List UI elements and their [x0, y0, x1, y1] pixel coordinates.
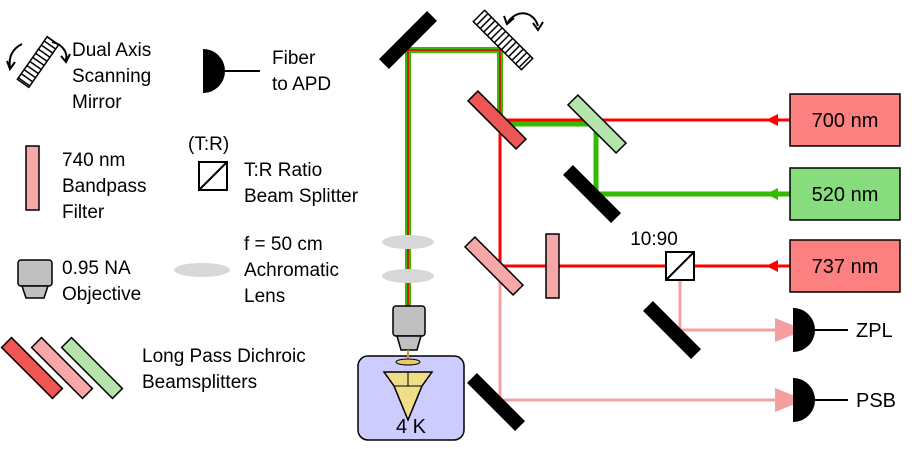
lens-lower	[382, 269, 434, 283]
mirror-zpl	[643, 301, 701, 359]
filter-label-1: 740 nm	[62, 150, 125, 171]
laser-737-box	[789, 239, 901, 293]
beam-520-arrow	[766, 188, 778, 200]
psb-beam	[498, 250, 805, 412]
lens-label-1: f = 50 cm	[244, 234, 323, 255]
laser-700-box	[789, 93, 901, 147]
zpl-detector-icon	[793, 308, 815, 352]
cryostat-label: 4 K	[396, 416, 427, 438]
laser-737-label: 737 nm	[812, 256, 879, 278]
combined-beam-red	[407, 49, 501, 308]
dichroic-red	[466, 89, 528, 151]
zpl-beam	[678, 270, 805, 342]
splitter-label-1: T:R Ratio	[244, 160, 322, 181]
objective	[392, 305, 426, 351]
beam-520	[500, 121, 790, 197]
mirror-psb	[467, 373, 525, 431]
objective-legend-icon	[17, 259, 53, 299]
filter-label-2: Bandpass	[62, 176, 147, 197]
scanning-mirror	[472, 9, 544, 71]
combined-beam-green	[405, 47, 503, 308]
detectors: ZPL PSB	[793, 308, 896, 422]
fiber-label-2: to APD	[272, 74, 331, 95]
legend: Dual Axis Scanning Mirror Fiber to APD 7…	[0, 35, 359, 400]
lens-legend-icon	[174, 263, 230, 277]
bandpass-filter	[545, 233, 560, 299]
diamond-top	[395, 358, 421, 366]
splitter-ratio-legend-label: (T:R)	[188, 134, 229, 155]
lens-label-3: Lens	[244, 286, 285, 307]
zpl-label: ZPL	[856, 320, 893, 342]
filter-legend-icon	[25, 145, 40, 211]
detector-legend-icon	[203, 49, 260, 93]
beam-paths	[405, 47, 805, 412]
splitter-ratio-label: 10:90	[630, 229, 678, 250]
fiber-label-1: Fiber	[272, 48, 316, 69]
scan-mirror-label-2: Scanning	[72, 66, 151, 87]
lens-label-2: Achromatic	[244, 260, 339, 281]
dichroic-label-2: Beamsplitters	[142, 372, 257, 393]
splitter-label-2: Beam Splitter	[244, 186, 359, 207]
cryostat: 4 K	[357, 350, 465, 441]
mirror-top-left	[379, 11, 437, 69]
beam-splitter-legend-icon	[198, 161, 228, 191]
objective-label-1: 0.95 NA	[62, 258, 131, 279]
beam-700-arrow	[766, 114, 778, 126]
lasers: 700 nm 520 nm 737 nm	[789, 93, 901, 293]
beam-737-arrow	[766, 260, 778, 272]
scan-mirror-label-3: Mirror	[72, 92, 122, 113]
scan-mirror-label-1: Dual Axis	[72, 40, 151, 61]
laser-700-label: 700 nm	[812, 110, 879, 132]
objective-label-2: Objective	[62, 284, 141, 305]
scan-mirror-legend-icon	[6, 35, 71, 89]
optics: 10:90	[379, 9, 701, 431]
beam-splitter	[665, 251, 695, 281]
filter-label-3: Filter	[62, 202, 105, 223]
dichroic-pink	[463, 235, 525, 297]
dichroic-legend-icons	[0, 336, 124, 400]
dichroic-green	[566, 93, 628, 155]
psb-label: PSB	[856, 390, 896, 412]
lens-upper	[382, 235, 434, 249]
mirror-green	[563, 165, 621, 223]
laser-520-label: 520 nm	[812, 184, 879, 206]
psb-detector-icon	[793, 378, 815, 422]
laser-520-box	[789, 167, 901, 221]
dichroic-label-1: Long Pass Dichroic	[142, 346, 306, 367]
diamond-facets	[383, 371, 433, 421]
